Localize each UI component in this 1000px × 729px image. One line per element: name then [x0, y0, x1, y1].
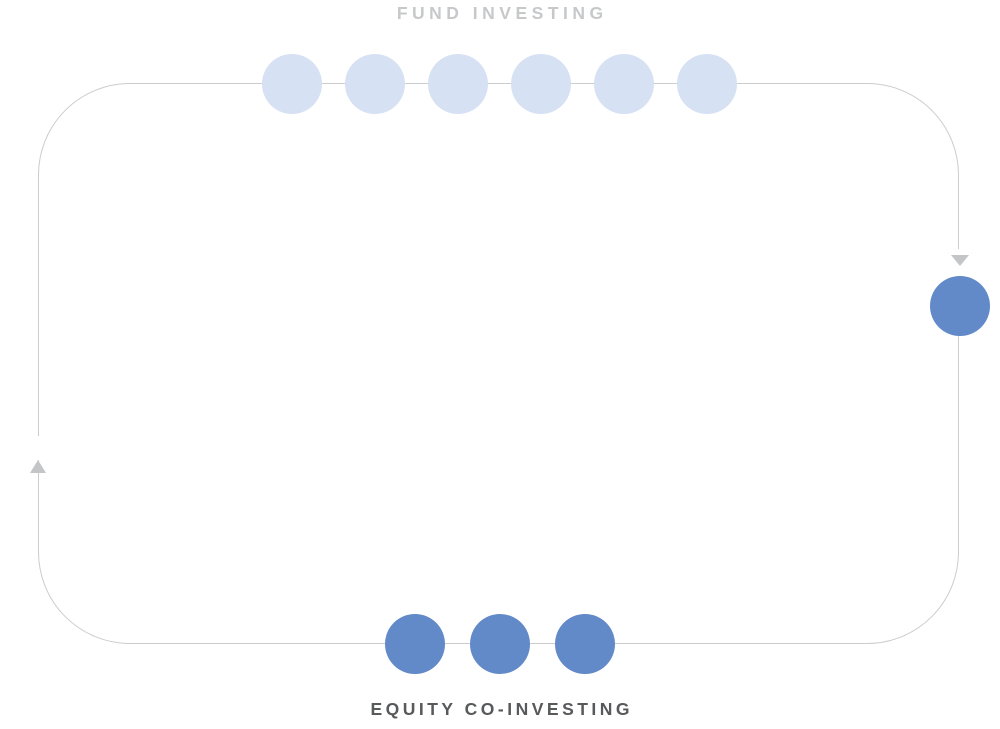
fund-dot — [511, 54, 571, 114]
transition-dot — [930, 276, 990, 336]
fund-dot — [594, 54, 654, 114]
fund-dot — [677, 54, 737, 114]
fund-dot — [262, 54, 322, 114]
co-invest-dot — [555, 614, 615, 674]
loop-gap-left — [31, 436, 45, 460]
equity-co-investing-label: EQUITY CO-INVESTING — [370, 699, 634, 719]
fund-investing-dots-row — [262, 54, 737, 114]
co-invest-dot — [470, 614, 530, 674]
fund-dot — [345, 54, 405, 114]
cycle-loop-border — [38, 83, 959, 644]
arrow-down-icon — [951, 255, 969, 266]
arrow-up-icon — [30, 460, 46, 473]
transition-dot-row — [930, 276, 990, 336]
equity-co-investing-dots-row — [385, 614, 615, 674]
fund-investing-label: FUND INVESTING — [396, 3, 608, 23]
fund-dot — [428, 54, 488, 114]
co-invest-dot — [385, 614, 445, 674]
